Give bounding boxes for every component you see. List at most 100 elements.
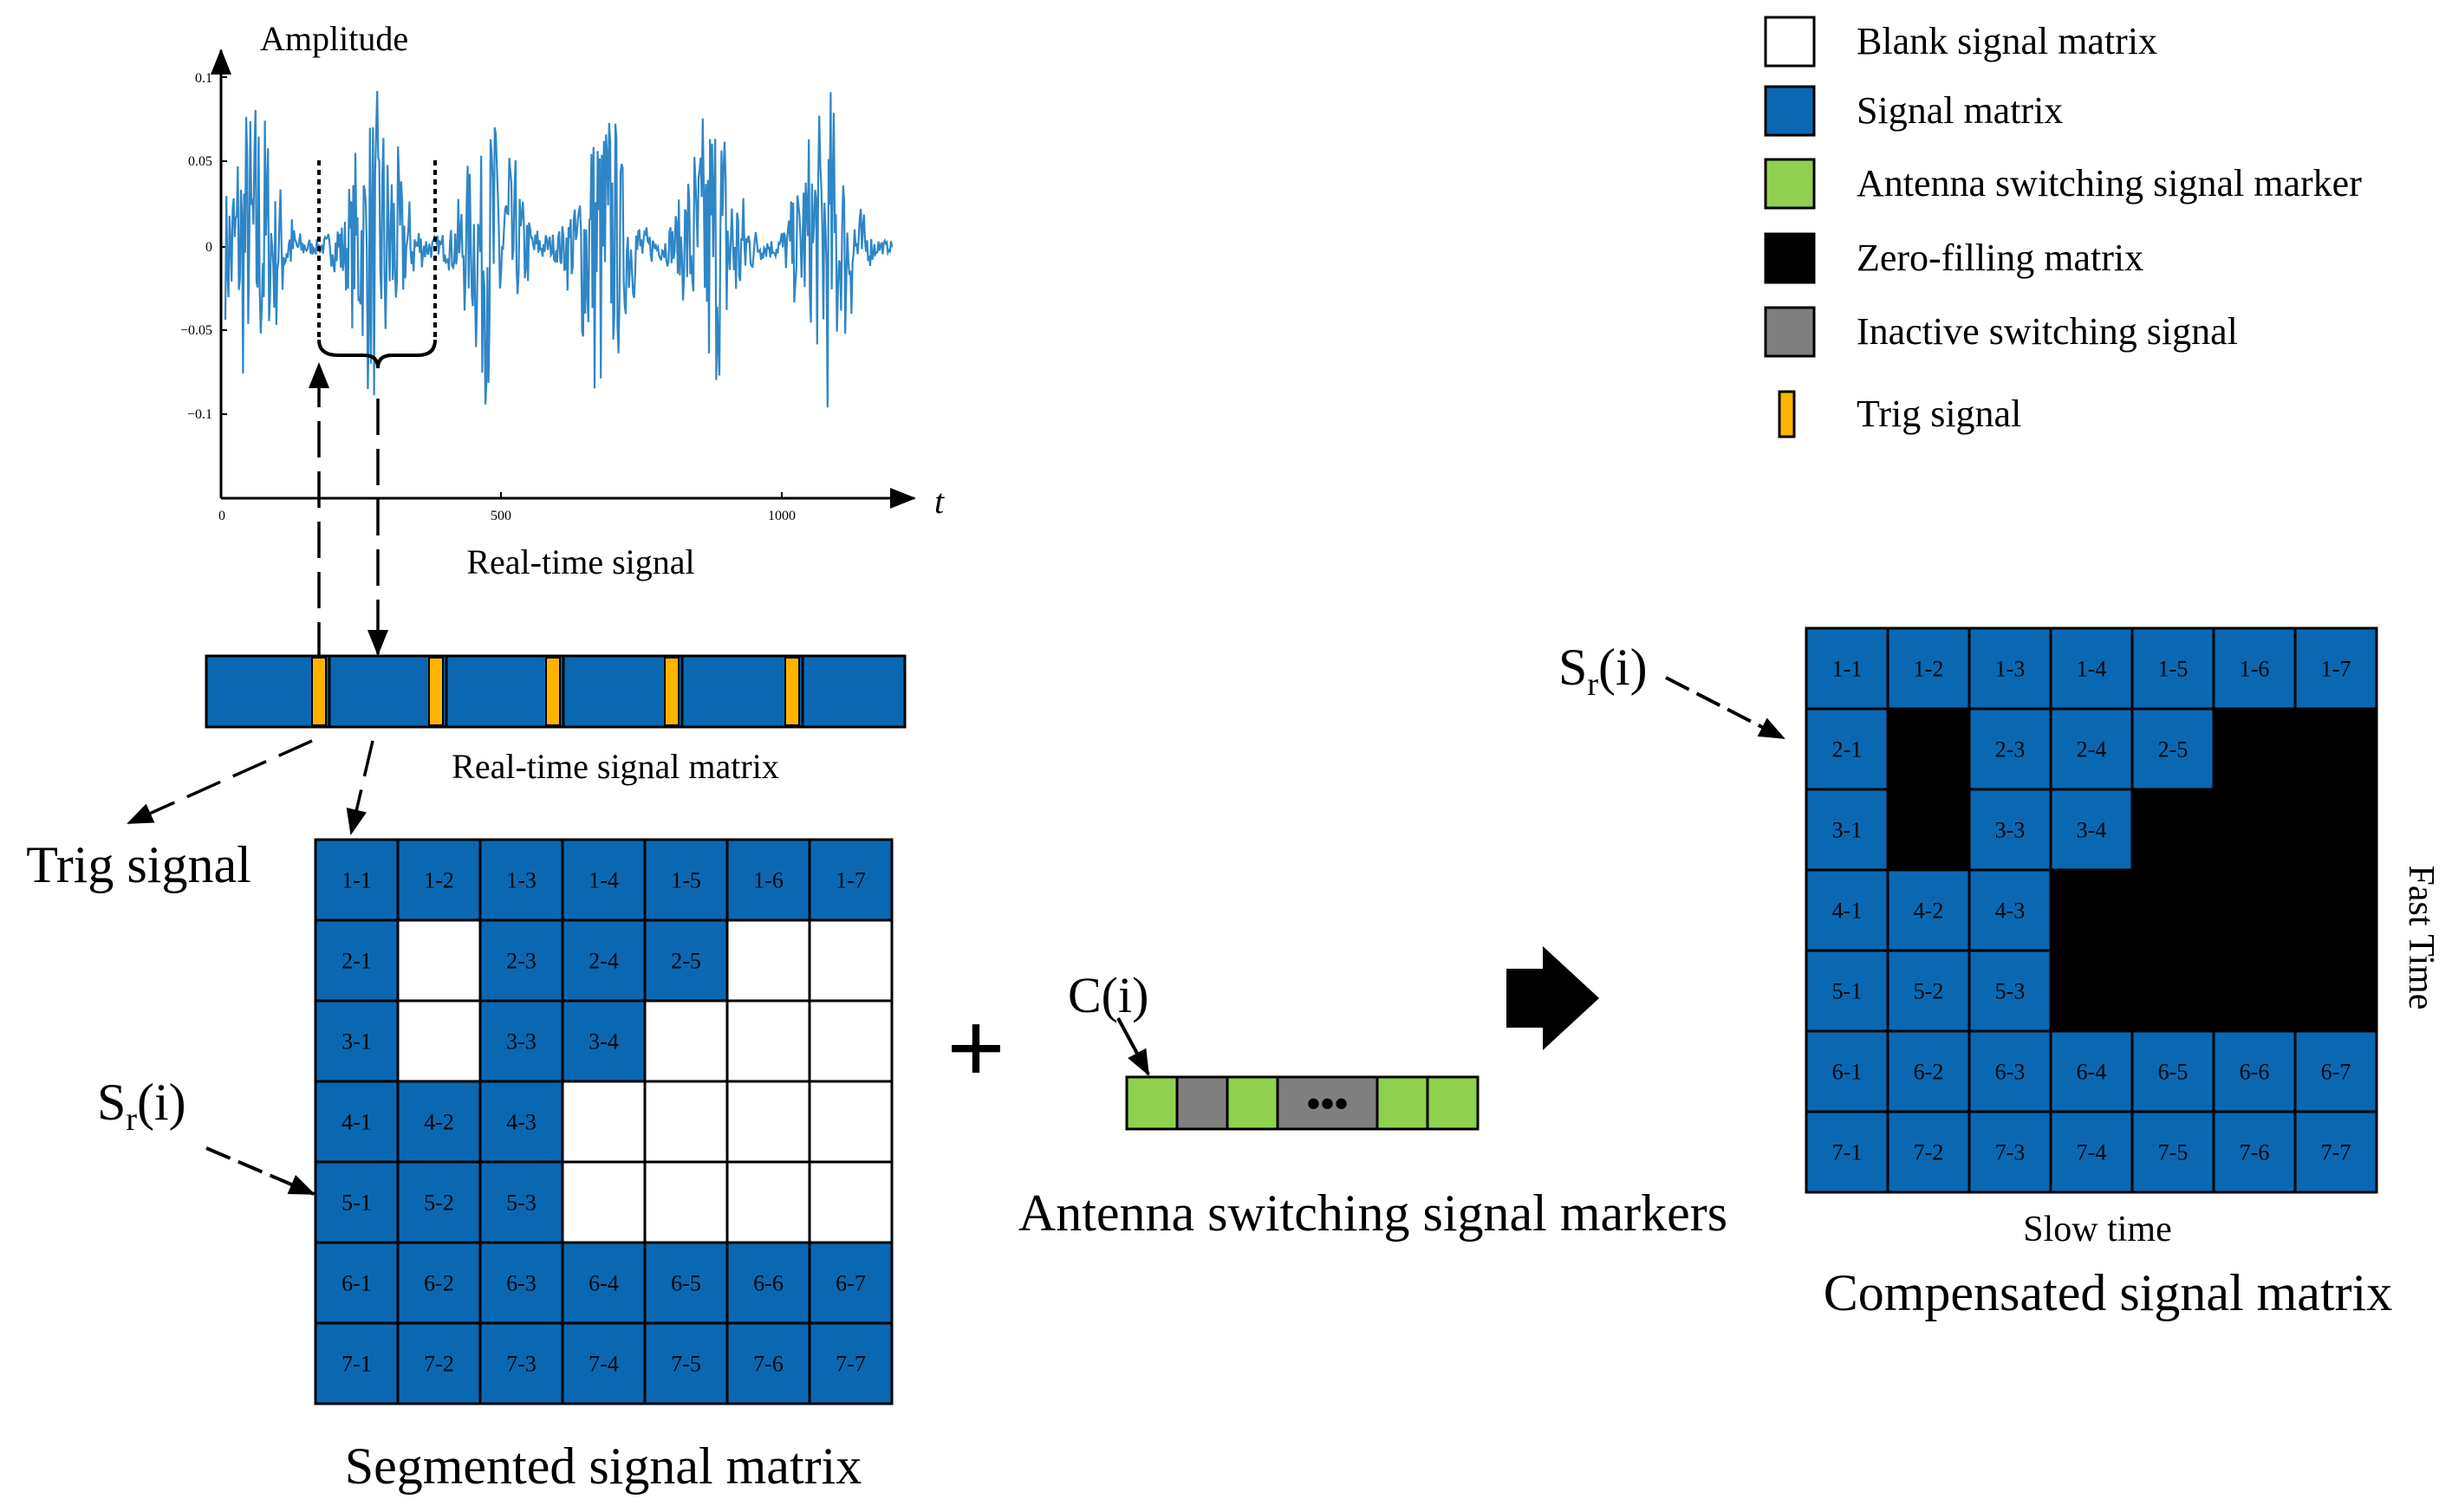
signal-cell	[725, 1241, 811, 1325]
cell-label: 3-1	[1832, 818, 1863, 843]
trig-marker	[428, 657, 444, 726]
legend-label: Zero-filling matrix	[1857, 237, 2143, 279]
zero-filled-cell	[2051, 870, 2132, 951]
switching-marker-cell	[1426, 1075, 1480, 1131]
cell-label: 3-4	[589, 1029, 619, 1055]
cell-label: 5-3	[506, 1191, 537, 1216]
waveform-x-axis-label: t	[934, 482, 945, 521]
legend-label: Inactive switching signal	[1857, 310, 2238, 353]
signal-cell	[314, 999, 400, 1083]
cell-label: 3-3	[506, 1029, 537, 1055]
signal-cell	[561, 918, 647, 1003]
cell-label: 1-5	[671, 868, 701, 893]
signal-cell	[478, 999, 564, 1083]
signal-cell	[314, 1241, 400, 1325]
cell-label: 7-5	[2158, 1140, 2189, 1165]
zero-filled-cell	[2214, 709, 2295, 789]
cell-label: 2-4	[589, 949, 619, 974]
y-tick-label: 0	[205, 240, 212, 255]
zero-filled-cell	[1888, 789, 1969, 870]
blank-cell	[561, 1160, 647, 1244]
cell-label: 7-4	[589, 1352, 619, 1377]
waveform-x-ticks: 0 500 1000	[218, 509, 796, 523]
cell-label: 6-2	[1914, 1060, 1944, 1085]
cell-label: 7-2	[424, 1352, 454, 1377]
cell-label: 7-7	[2321, 1140, 2351, 1165]
legend-swatch-blue	[1764, 85, 1816, 137]
cell-label: 6-4	[589, 1271, 619, 1296]
blank-cell	[725, 918, 811, 1003]
antenna-pointer: C(i)	[1068, 967, 1150, 1076]
cell-label: 6-6	[753, 1271, 784, 1296]
zero-filled-cell	[2295, 951, 2377, 1031]
x-tick-label: 500	[491, 509, 511, 523]
legend-swatch-white	[1764, 16, 1816, 68]
cell-label: 6-5	[671, 1271, 701, 1296]
blank-cell	[808, 999, 894, 1083]
trig-marker	[784, 657, 800, 726]
zero-filled-cell	[2214, 789, 2295, 870]
signal-cell	[2130, 626, 2215, 711]
antenna-switching-markers: •••	[1125, 1075, 1480, 1131]
cell-label: 1-2	[1914, 657, 1944, 682]
cell-label: 4-1	[1832, 899, 1863, 924]
cell-label: 6-3	[1995, 1060, 2026, 1085]
cell-label: 5-2	[424, 1191, 454, 1216]
cell-label: 7-4	[2077, 1140, 2107, 1165]
x-tick-label: 1000	[768, 509, 796, 523]
segment-bracket	[317, 160, 437, 369]
cell-label: 7-2	[1914, 1140, 1944, 1165]
signal-cell	[1967, 868, 2052, 952]
cell-label: 1-7	[836, 868, 866, 893]
signal-cell	[1805, 1029, 1889, 1113]
waveform-y-ticks: 0.1 0.05 0 −0.05 −0.1	[180, 71, 212, 422]
zero-filled-cell	[2295, 789, 2377, 870]
signal-cell	[561, 838, 647, 922]
zero-filled-cell	[2214, 870, 2295, 951]
matrix-split-arrows	[127, 739, 374, 835]
cell-label: 4-3	[1995, 899, 2026, 924]
blank-cell	[725, 1160, 811, 1244]
cell-label: 1-4	[589, 868, 619, 893]
trig-marker	[545, 657, 561, 726]
cell-label: 1-1	[341, 868, 372, 893]
blank-cell	[561, 1080, 647, 1164]
cell-label: 2-5	[671, 949, 701, 974]
cell-label: 6-7	[836, 1271, 866, 1296]
segmented-pointer-label: Sr(i)	[97, 1074, 186, 1138]
blank-cell	[396, 918, 482, 1003]
trig-signal-label: Trig signal	[26, 836, 251, 893]
cell-label: 1-3	[506, 868, 537, 893]
signal-cell	[396, 1321, 482, 1405]
cell-label: 2-1	[1832, 737, 1863, 762]
blank-cell	[725, 999, 811, 1083]
signal-cell	[725, 838, 811, 922]
waveform-to-matrix-arrows	[309, 362, 388, 659]
waveform-signal-line	[224, 90, 894, 408]
cell-label: 7-3	[506, 1352, 537, 1377]
signal-cell	[478, 918, 564, 1003]
cell-label: 1-6	[2240, 657, 2270, 682]
segmented-pointer: Sr(i)	[97, 1074, 315, 1196]
cell-label: 2-4	[2077, 737, 2107, 762]
signal-cell	[561, 999, 647, 1083]
compensated-y-axis-label: Fast Time	[2401, 866, 2441, 1010]
inactive-switching-cell	[1175, 1075, 1229, 1131]
legend-label: Signal matrix	[1857, 89, 2063, 132]
signal-cell	[561, 1321, 647, 1405]
cell-label: 4-2	[1914, 899, 1944, 924]
cell-label: 7-7	[836, 1352, 866, 1377]
cell-label: 7-5	[671, 1352, 701, 1377]
signal-cell	[314, 918, 400, 1003]
blank-cell	[396, 999, 482, 1083]
compensated-x-axis-label: Slow time	[2023, 1210, 2172, 1249]
zero-filled-cell	[2295, 709, 2377, 789]
cell-label: 5-1	[341, 1191, 372, 1216]
y-tick-label: 0.05	[188, 154, 212, 169]
switching-marker-cell	[1376, 1075, 1429, 1131]
y-tick-label: −0.05	[180, 323, 212, 338]
